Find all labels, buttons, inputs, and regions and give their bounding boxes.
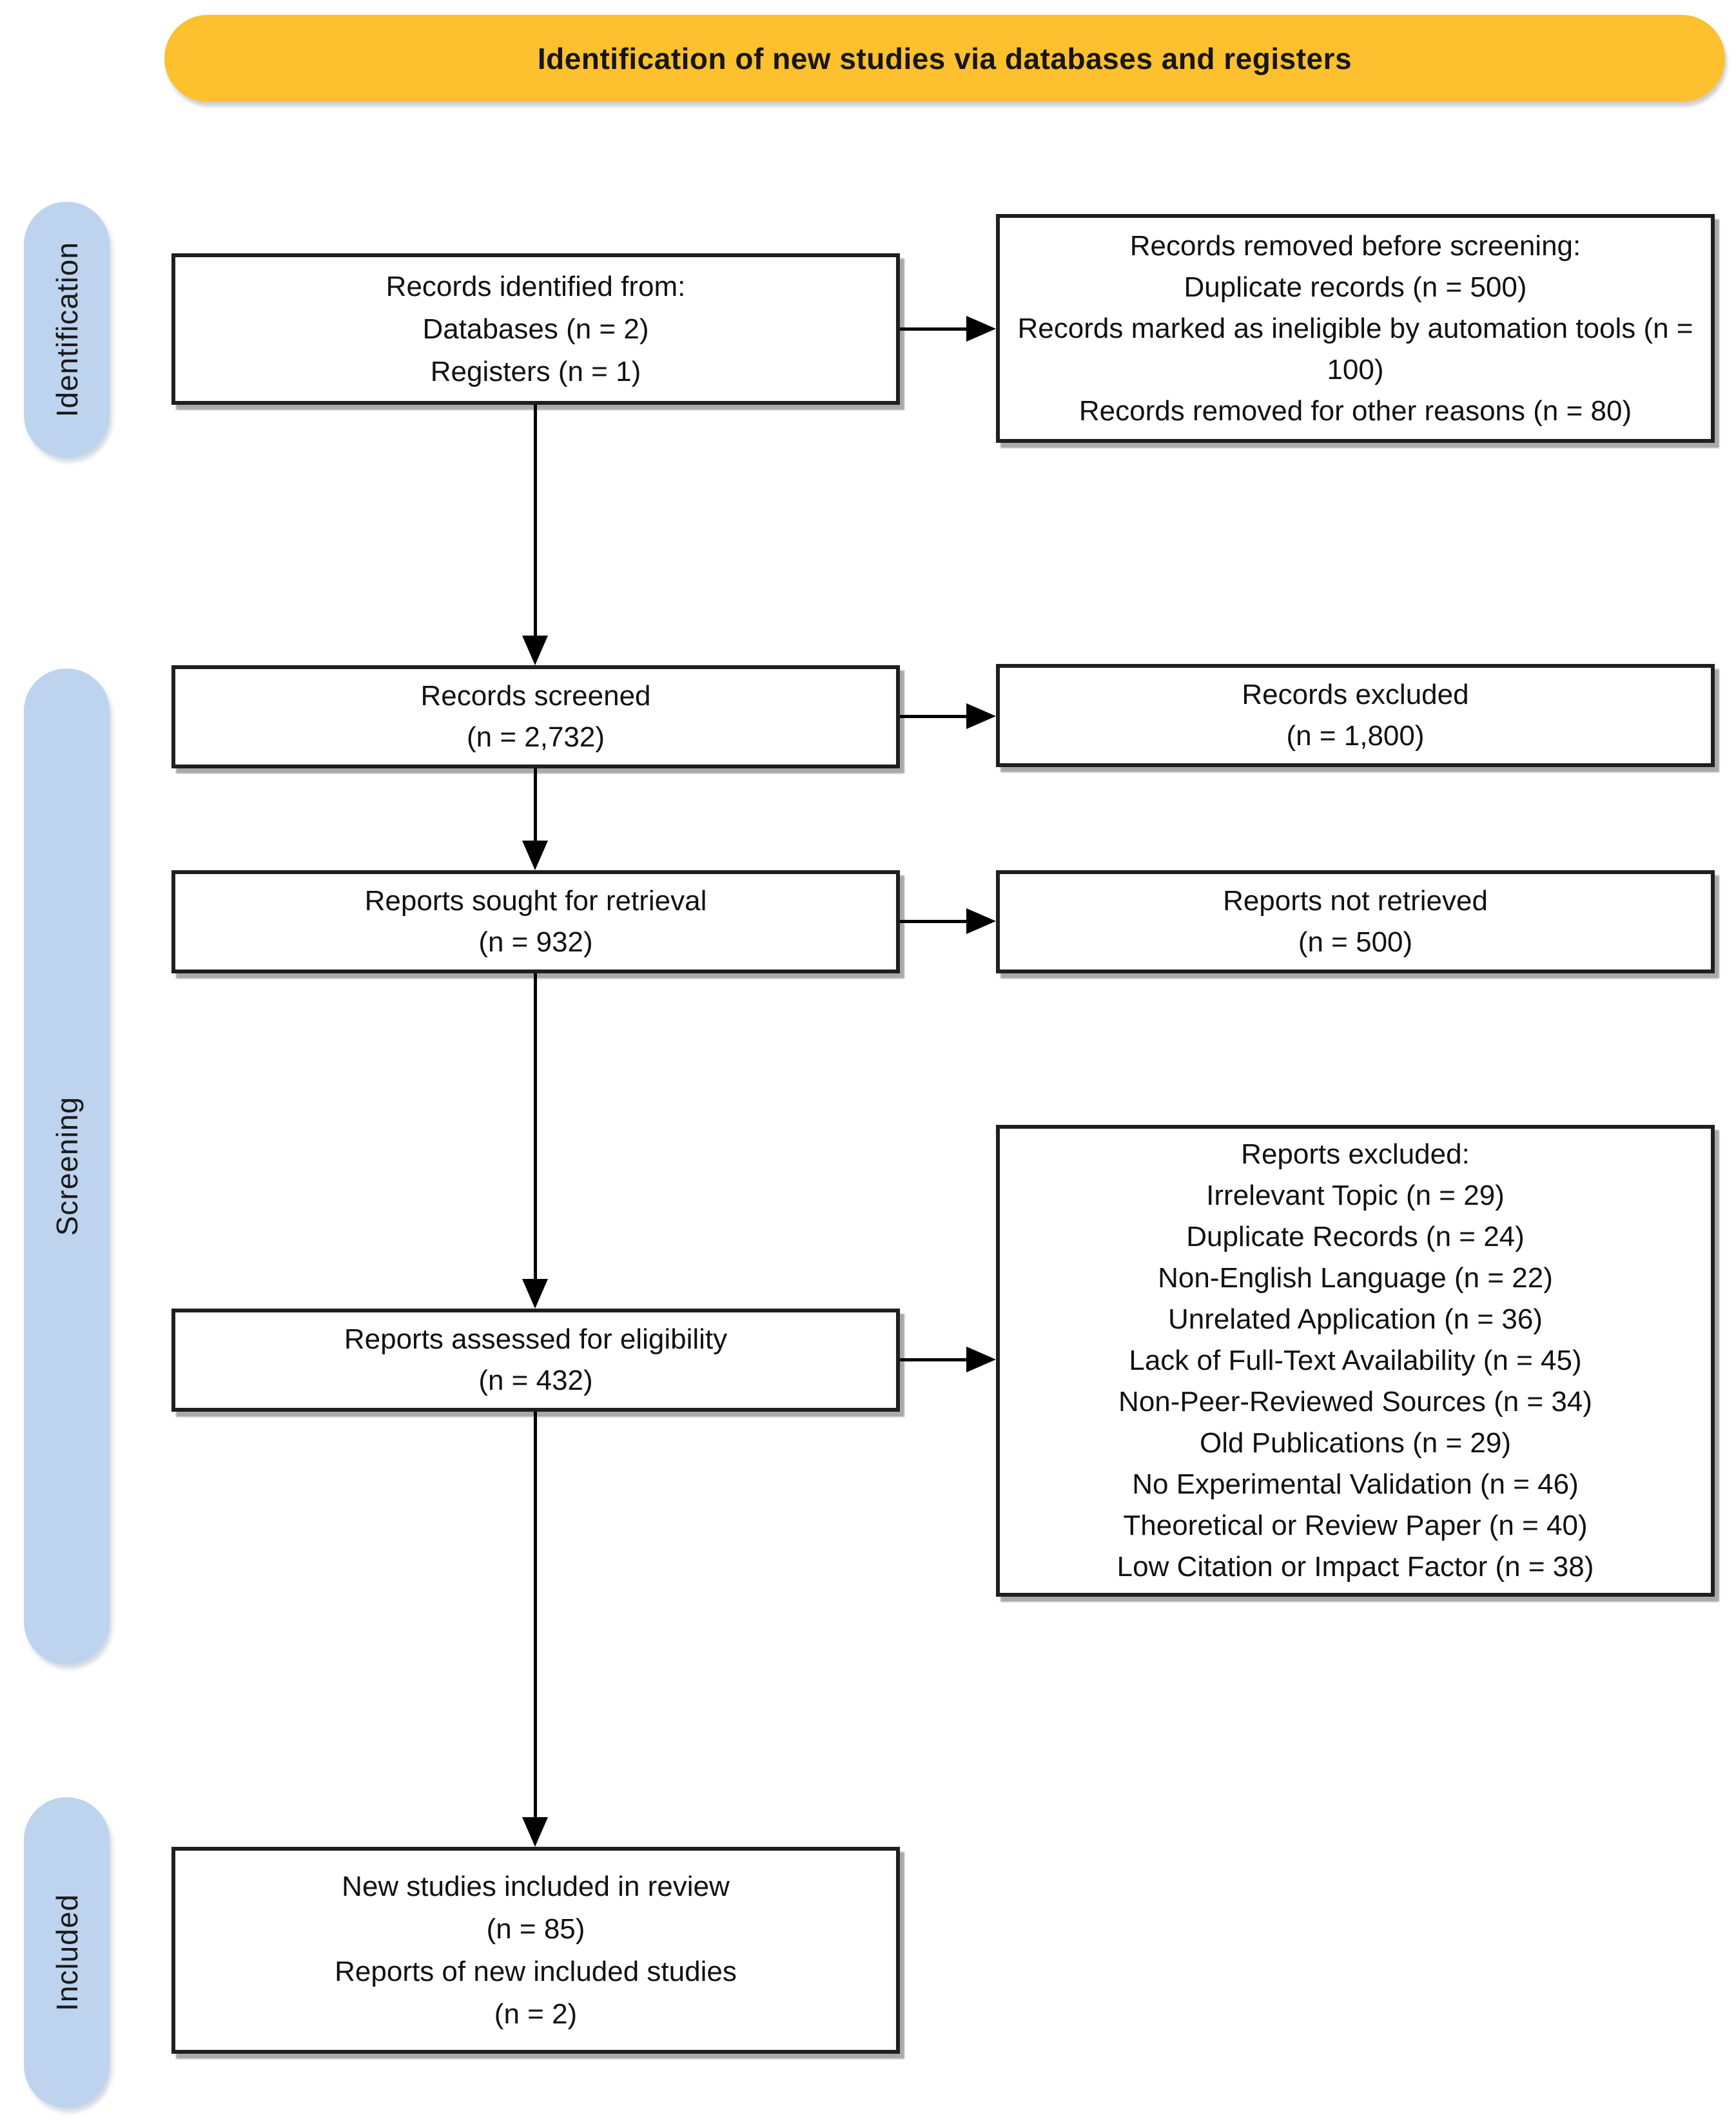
records-identified-line-2: Databases (n = 2) xyxy=(422,313,649,345)
phase-label-identification-text: Identification xyxy=(50,242,84,418)
reports-excluded-item-2: Duplicate Records (n = 24) xyxy=(1186,1221,1525,1252)
records-screened-line-1: Records screened xyxy=(420,680,651,712)
arrowhead-down-sought-to-assessed xyxy=(522,1279,548,1309)
arrow-assessed-to-reports-excluded-line xyxy=(900,1358,968,1361)
reports-excluded-item-7: Old Publications (n = 29) xyxy=(1199,1427,1512,1459)
new-studies-line-3: Reports of new included studies xyxy=(335,1955,737,1987)
phase-label-included: Included xyxy=(24,1797,110,2108)
arrowhead-down-screened-to-sought xyxy=(522,841,548,870)
new-studies-line-2: (n = 85) xyxy=(486,1913,585,1945)
diagram-title: Identification of new studies via databa… xyxy=(537,41,1352,75)
records-removed-line-4: Records removed for other reasons (n = 8… xyxy=(1078,395,1632,427)
box-records-excluded: Records excluded (n = 1,800) xyxy=(996,664,1715,767)
arrow-identified-to-screened-line xyxy=(534,405,537,638)
reports-excluded-item-3: Non-English Language (n = 22) xyxy=(1158,1262,1553,1294)
records-excluded-line-2: (n = 1,800) xyxy=(1286,720,1425,752)
reports-excluded-item-1: Irrelevant Topic (n = 29) xyxy=(1206,1180,1505,1211)
reports-not-retrieved-line-2: (n = 500) xyxy=(1298,926,1413,958)
diagram-title-banner: Identification of new studies via databa… xyxy=(164,15,1725,102)
reports-excluded-item-4: Unrelated Application (n = 36) xyxy=(1168,1303,1543,1335)
reports-excluded-item-8: No Experimental Validation (n = 46) xyxy=(1132,1468,1579,1500)
arrow-sought-to-assessed-line xyxy=(534,973,537,1281)
reports-excluded-heading: Reports excluded: xyxy=(1241,1138,1470,1170)
reports-not-retrieved-line-1: Reports not retrieved xyxy=(1223,885,1488,917)
phase-label-screening-text: Screening xyxy=(50,1096,84,1236)
reports-sought-line-2: (n = 932) xyxy=(478,926,593,958)
records-identified-line-3: Registers (n = 1) xyxy=(430,355,641,387)
reports-assessed-line-1: Reports assessed for eligibility xyxy=(344,1323,728,1355)
reports-sought-line-1: Reports sought for retrieval xyxy=(364,885,707,917)
arrow-screened-to-excluded-line xyxy=(900,715,968,718)
phase-label-screening: Screening xyxy=(24,668,110,1664)
records-removed-line-2: Duplicate records (n = 500) xyxy=(1184,271,1527,303)
reports-assessed-line-2: (n = 432) xyxy=(478,1365,593,1396)
box-records-removed: Records removed before screening: Duplic… xyxy=(996,214,1715,443)
box-reports-assessed: Reports assessed for eligibility (n = 43… xyxy=(171,1309,900,1412)
box-reports-not-retrieved: Reports not retrieved (n = 500) xyxy=(996,870,1715,973)
arrow-screened-to-sought-line xyxy=(534,768,537,843)
box-records-screened: Records screened (n = 2,732) xyxy=(171,665,900,768)
arrow-identified-to-removed-line xyxy=(900,327,968,331)
new-studies-line-1: New studies included in review xyxy=(342,1870,730,1902)
arrowhead-down-assessed-to-included xyxy=(522,1817,548,1847)
reports-excluded-item-9: Theoretical or Review Paper (n = 40) xyxy=(1123,1510,1588,1541)
records-excluded-line-1: Records excluded xyxy=(1242,679,1469,710)
records-screened-line-2: (n = 2,732) xyxy=(466,721,605,753)
records-identified-line-1: Records identified from: xyxy=(385,270,686,302)
reports-excluded-item-10: Low Citation or Impact Factor (n = 38) xyxy=(1117,1551,1594,1583)
reports-excluded-item-6: Non-Peer-Reviewed Sources (n = 34) xyxy=(1118,1386,1592,1418)
box-reports-sought: Reports sought for retrieval (n = 932) xyxy=(171,870,900,973)
box-new-studies-included: New studies included in review (n = 85) … xyxy=(171,1847,900,2054)
new-studies-line-4: (n = 2) xyxy=(494,1998,578,2030)
arrowhead-down-identified-to-screened xyxy=(522,636,548,665)
arrowhead-right-sought-to-not-retrieved xyxy=(966,908,996,934)
records-removed-line-1: Records removed before screening: xyxy=(1129,229,1581,262)
box-records-identified: Records identified from: Databases (n = … xyxy=(171,253,900,405)
phase-label-identification: Identification xyxy=(24,202,110,458)
arrow-sought-to-not-retrieved-line xyxy=(900,920,968,923)
arrowhead-right-screened-to-excluded xyxy=(966,703,996,729)
arrowhead-right-identified-to-removed xyxy=(966,316,996,342)
arrow-assessed-to-included-line xyxy=(534,1412,537,1820)
records-removed-line-3: Records marked as ineligible by automati… xyxy=(1017,312,1693,385)
arrowhead-right-assessed-to-reports-excluded xyxy=(966,1347,996,1372)
box-reports-excluded: Reports excluded: Irrelevant Topic (n = … xyxy=(996,1125,1715,1597)
phase-label-included-text: Included xyxy=(50,1894,84,2011)
reports-excluded-item-5: Lack of Full-Text Availability (n = 45) xyxy=(1129,1345,1582,1376)
